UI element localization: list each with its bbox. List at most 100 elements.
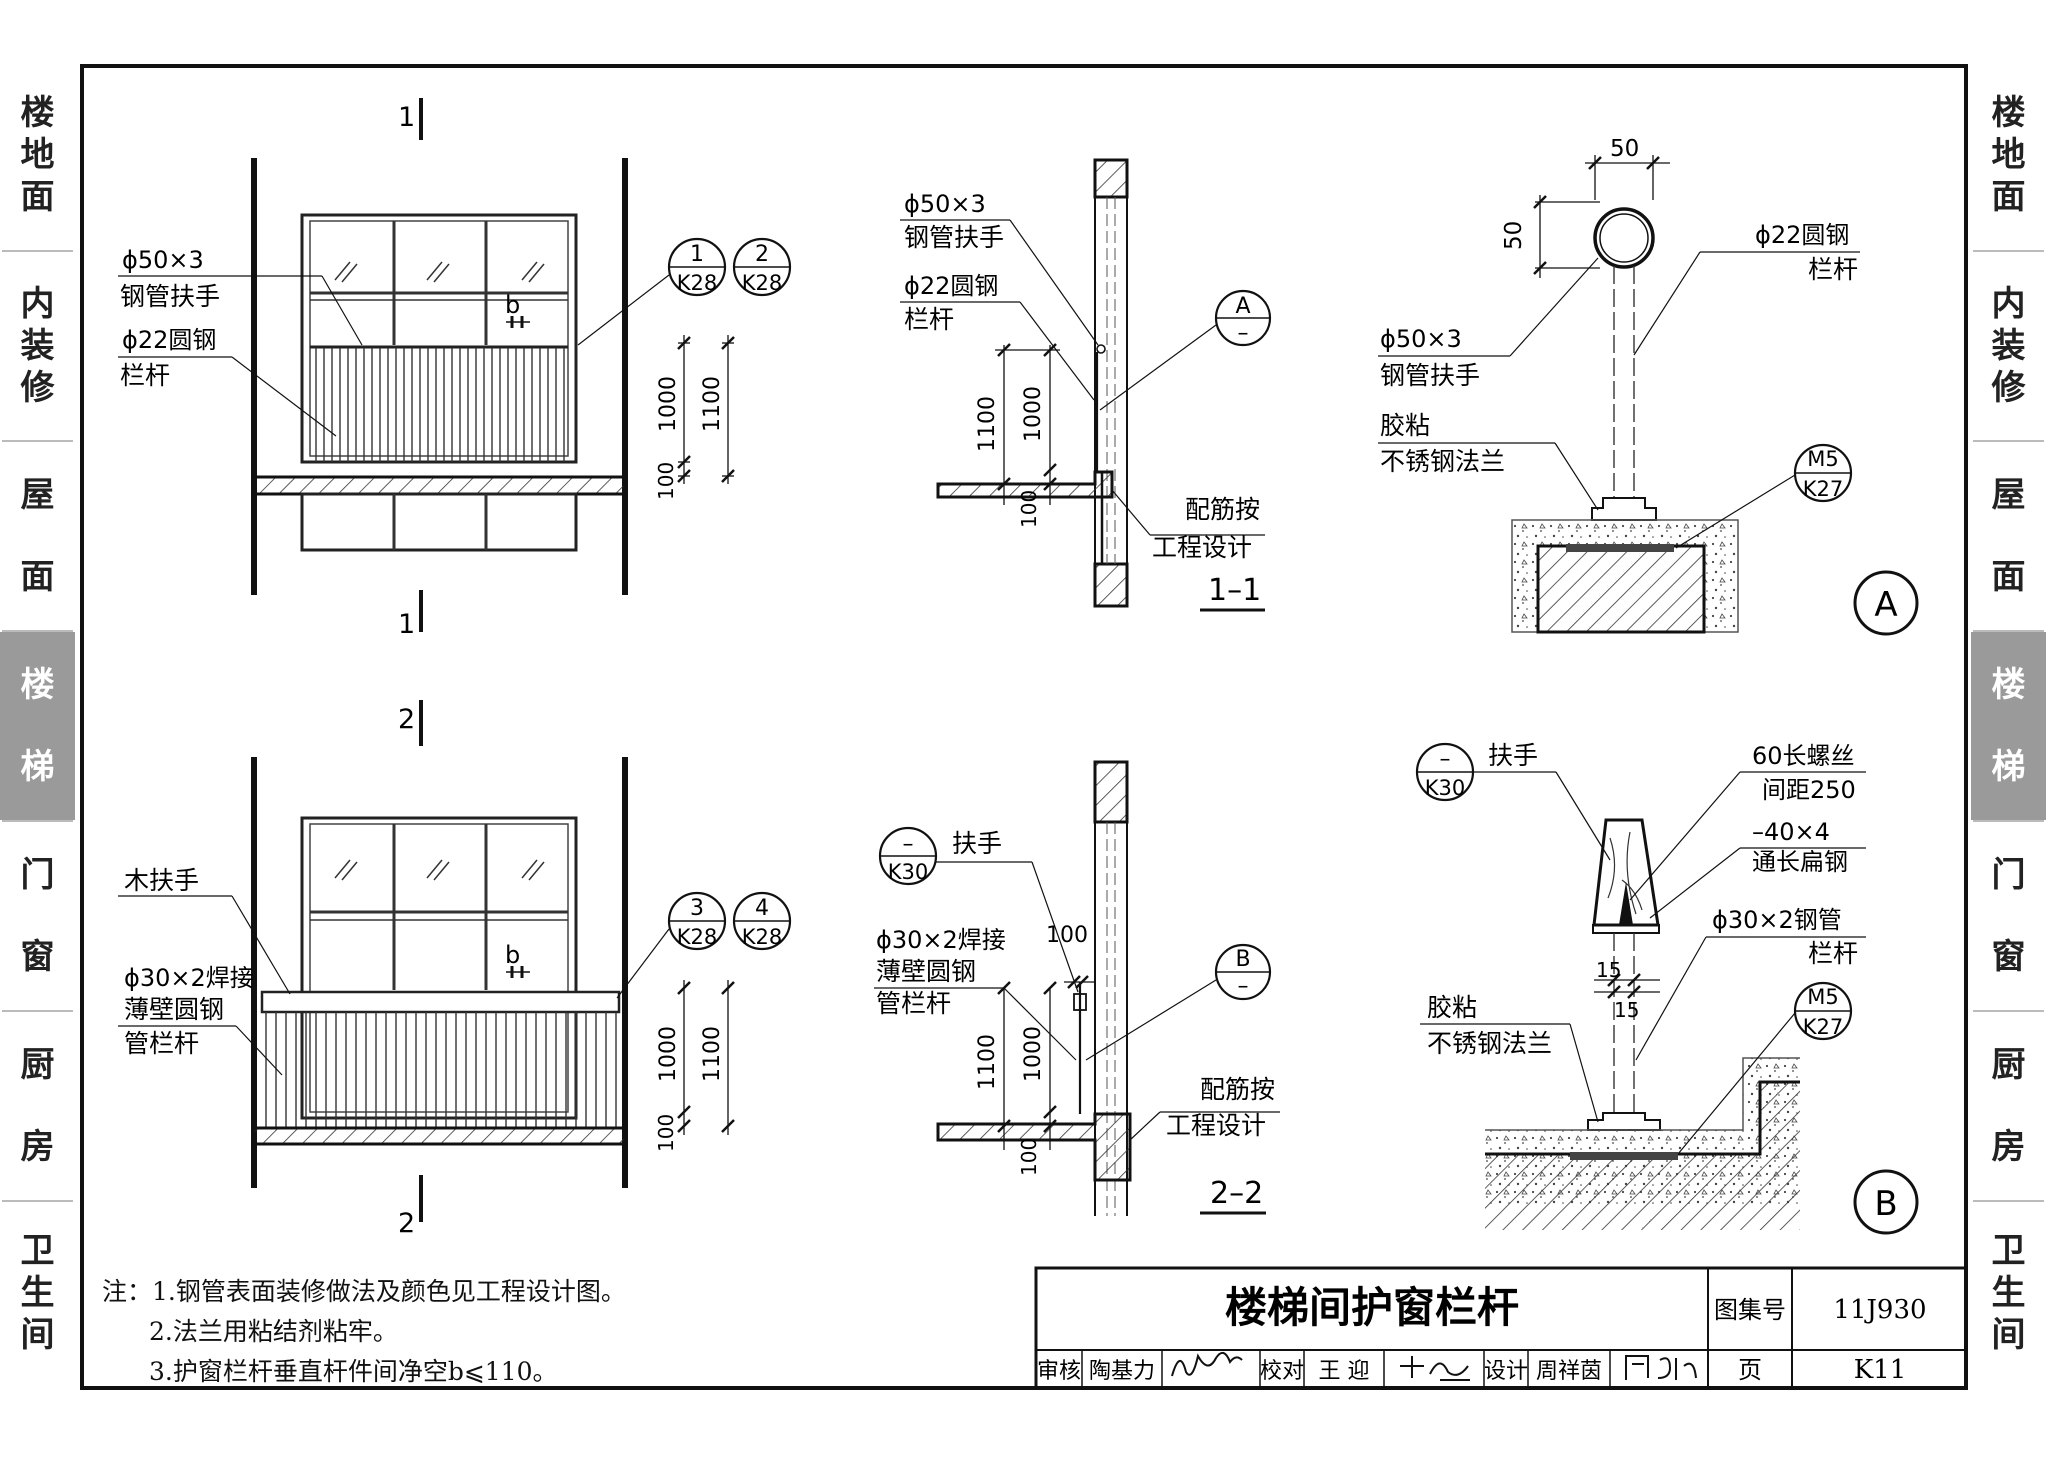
e2-handrail-name: 木扶手 — [124, 866, 199, 895]
page-value: K11 — [1854, 1355, 1907, 1385]
side-tab-separator — [1973, 1200, 2044, 1202]
side-tab-side_tabs_left-2[interactable]: 屋面 — [20, 475, 55, 597]
section-1-1: ϕ50×3 钢管扶手 ϕ22圆钢 栏杆 A – 1100 1000 100 配筋… — [900, 158, 1272, 612]
elevation-2: 2 2 b 木扶手 ϕ30×2焊接 薄壁圆钢 管栏杆 3 K28 4 K28 — [118, 700, 792, 1239]
side-tab-side_tabs_right-2[interactable]: 屋面 — [1991, 475, 2026, 597]
side-tab-side_tabs_left-3[interactable]: 楼梯 — [0, 632, 75, 820]
design-label: 设计 — [1484, 1359, 1528, 1384]
side-tab-separator — [1973, 440, 2044, 442]
side-tab-side_tabs_right-5[interactable]: 厨房 — [1991, 1045, 2026, 1167]
s1-detail-a: A — [1235, 294, 1250, 319]
s2-rebar-1: 配筋按 — [1200, 1075, 1275, 1104]
svg-text:3: 3 — [690, 896, 704, 921]
side-tab-side_tabs_right-3[interactable]: 楼梯 — [1971, 632, 2046, 820]
sheet-border — [80, 64, 1968, 1390]
svg-text:K30: K30 — [888, 860, 929, 884]
note-3: 3.护窗栏杆垂直杆件间净空b⩽110。 — [149, 1357, 558, 1386]
e2-dim-1000: 1000 — [656, 1026, 681, 1082]
check-name: 王 迎 — [1319, 1359, 1370, 1384]
side-tab-side_tabs_right-1[interactable]: 内装修 — [1991, 284, 2026, 408]
s2-detail-b: B — [1235, 947, 1250, 972]
e2-baluster-name-1: 薄壁圆钢 — [124, 995, 224, 1024]
review-name: 陶基力 — [1089, 1359, 1155, 1384]
dB-glue: 胶粘 — [1427, 993, 1477, 1022]
atlas-value: 11J930 — [1833, 1295, 1926, 1325]
s1-title: 1–1 — [1208, 573, 1261, 608]
s2-baluster-spec: ϕ30×2焊接 — [876, 926, 1006, 954]
page-label: 页 — [1738, 1356, 1762, 1384]
side-tab-separator — [2, 250, 73, 252]
dA-baluster-spec: ϕ22圆钢 — [1755, 221, 1849, 249]
cut-label-2-top: 2 — [398, 704, 415, 735]
gap-label-b-2: b — [505, 941, 520, 969]
dA-glue: 胶粘 — [1380, 411, 1430, 440]
design-signature — [1625, 1355, 1697, 1380]
side-tab-side_tabs_right-6[interactable]: 卫生间 — [1991, 1231, 2026, 1355]
s2-dim-1000: 1000 — [1021, 1026, 1046, 1082]
cut-label-1-top: 1 — [398, 102, 415, 133]
side-tab-side_tabs_left-6[interactable]: 卫生间 — [20, 1231, 55, 1355]
side-tab-side_tabs_left-0[interactable]: 楼地面 — [20, 93, 55, 217]
dB-flat-2: 通长扁钢 — [1752, 848, 1848, 876]
cut-label-2-bottom: 2 — [398, 1208, 415, 1239]
s1-rebar-1: 配筋按 — [1185, 495, 1260, 524]
side-tab-side_tabs_left-5[interactable]: 厨房 — [20, 1045, 55, 1167]
side-tab-separator — [2, 1200, 73, 1202]
dB-ref-k30: – K30 — [1415, 742, 1475, 802]
s2-dim-top: 100 — [1046, 923, 1088, 948]
s1-handrail-spec: ϕ50×3 — [904, 190, 986, 218]
dB-flat-1: –40×4 — [1752, 818, 1830, 846]
dB-pipe-1: ϕ30×2钢管 — [1712, 906, 1842, 934]
e2-dim-1100: 1100 — [700, 1026, 725, 1082]
title-block: 楼梯间护窗栏杆 图集号 11J930 页 K11 审核 陶基力 校对 王 迎 设… — [1034, 1266, 1968, 1390]
s2-baluster-name-2: 管栏杆 — [876, 989, 951, 1018]
s1-detail-dash: – — [1238, 321, 1249, 346]
dA-badge: A — [1874, 585, 1897, 625]
s2-rebar-2: 工程设计 — [1166, 1111, 1266, 1140]
dB-flange: 不锈钢法兰 — [1427, 1029, 1552, 1058]
section-2-2: – K30 扶手 ϕ30×2焊接 薄壁圆钢 管栏杆 100 B – 1100 — [874, 760, 1280, 1216]
side-tab-side_tabs_right-0[interactable]: 楼地面 — [1991, 93, 2026, 217]
handrail-name: 钢管扶手 — [120, 282, 220, 311]
svg-text:K28: K28 — [677, 925, 718, 949]
svg-text:K28: K28 — [742, 271, 783, 295]
dB-badge: B — [1874, 1184, 1897, 1224]
handrail-spec: ϕ50×3 — [122, 246, 204, 274]
dB-dim-15a: 15 — [1596, 958, 1621, 982]
dB-ref-m5-k27: M5 K27 — [1793, 981, 1853, 1041]
side-tab-separator — [1973, 630, 2044, 632]
side-tab-side_tabs_right-4[interactable]: 门窗 — [1991, 855, 2026, 977]
cut-label-1-bottom: 1 — [398, 609, 415, 640]
review-label: 审核 — [1037, 1359, 1081, 1384]
dim-1000: 1000 — [656, 376, 681, 432]
dA-handrail-name: 钢管扶手 — [1380, 361, 1480, 390]
side-tab-separator — [2, 440, 73, 442]
dA-ref-m5-k27: M5 K27 — [1793, 443, 1853, 503]
s2-dim-100: 100 — [1017, 1138, 1041, 1176]
side-tab-side_tabs_left-4[interactable]: 门窗 — [20, 855, 55, 977]
s1-rebar-2: 工程设计 — [1152, 533, 1252, 562]
s2-handrail-name: 扶手 — [952, 829, 1002, 858]
title-block-title: 楼梯间护窗栏杆 — [1225, 1283, 1519, 1332]
ref-circle-1-k28: 1 K28 — [667, 237, 727, 297]
svg-text:K27: K27 — [1803, 1015, 1844, 1039]
svg-text:K27: K27 — [1803, 477, 1844, 501]
e2-dim-100: 100 — [654, 1114, 678, 1152]
notes: 注：1.钢管表面装修做法及颜色见工程设计图。 2.法兰用粘结剂粘牢。 3.护窗栏… — [102, 1272, 626, 1392]
s1-baluster-spec: ϕ22圆钢 — [904, 272, 998, 300]
dA-dim-width: 50 — [1610, 136, 1639, 162]
side-tab-separator — [2, 820, 73, 822]
side-tab-separator — [1973, 250, 2044, 252]
check-label: 校对 — [1260, 1359, 1304, 1384]
dB-pipe-2: 栏杆 — [1808, 939, 1858, 968]
svg-text:–: – — [903, 832, 914, 857]
svg-text:K28: K28 — [742, 925, 783, 949]
s2-detail-dash: – — [1238, 974, 1249, 999]
design-name: 周祥茵 — [1536, 1359, 1602, 1384]
side-tab-separator — [2, 630, 73, 632]
review-signature — [1171, 1351, 1243, 1377]
side-tab-separator — [1973, 1010, 2044, 1012]
s1-dim-100: 100 — [1017, 490, 1041, 528]
side-tab-side_tabs_left-1[interactable]: 内装修 — [20, 284, 55, 408]
